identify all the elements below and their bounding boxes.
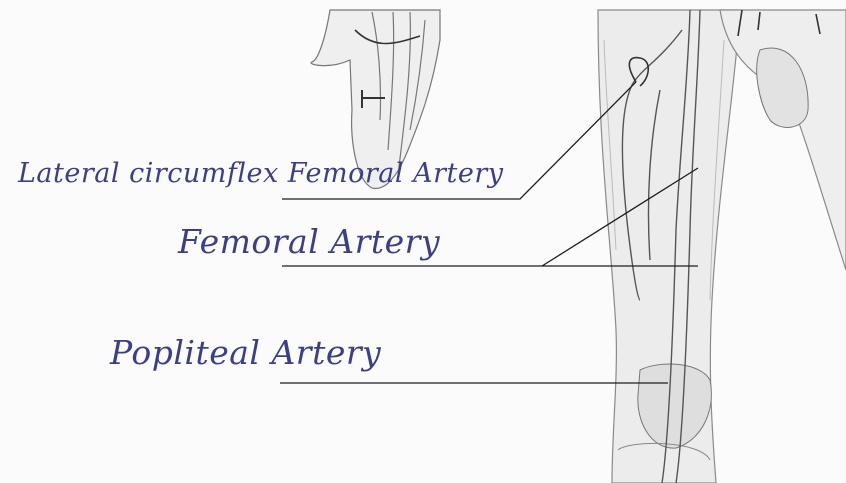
label-lateral-circumflex-femoral-artery: Lateral circumflex Femoral Artery <box>18 158 503 189</box>
body-drawing <box>720 10 846 270</box>
label-popliteal-artery: Popliteal Artery <box>110 333 381 372</box>
label-femoral-artery: Femoral Artery <box>178 222 440 261</box>
